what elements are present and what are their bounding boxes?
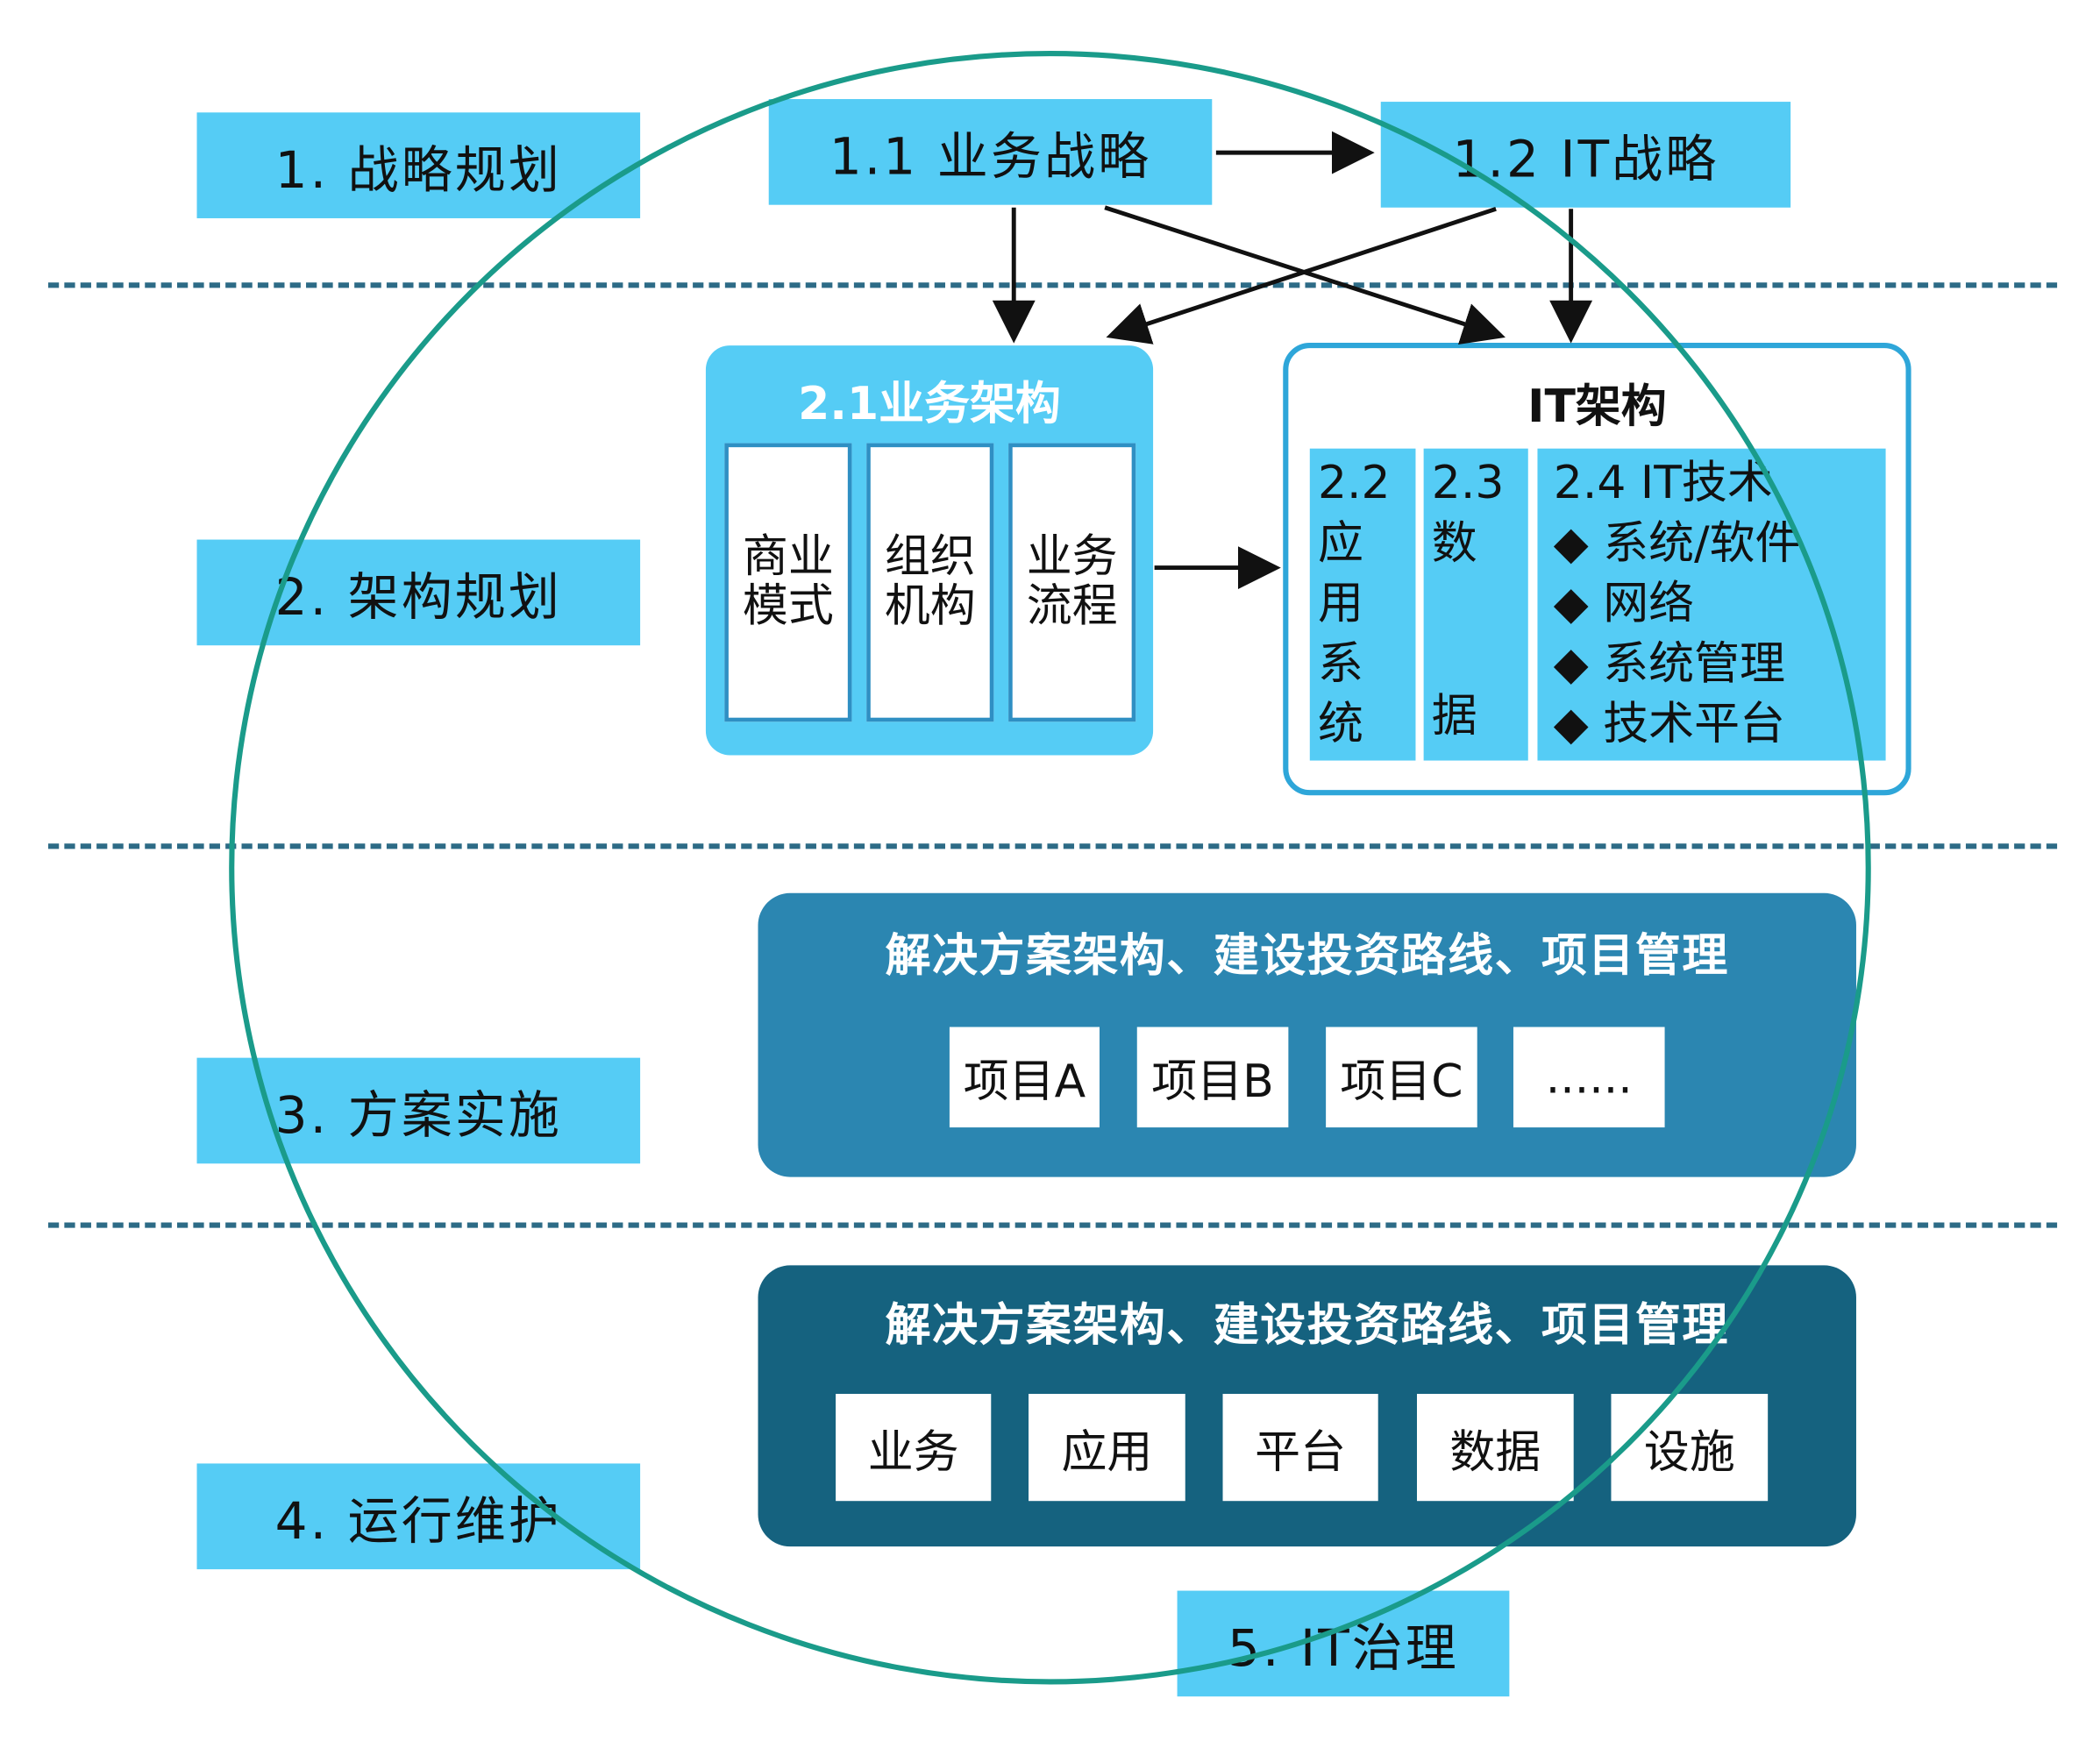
it-technology-column: 2.4 IT技术 ◆ 系统/软件 ◆ 网络 ◆ 系统管理 ◆ 技术平台 — [1537, 448, 1886, 761]
data-char-2: 据 — [1431, 689, 1477, 743]
business-process-box: 业务流程 — [1008, 443, 1136, 722]
separator-line-1 — [47, 282, 2058, 288]
business-architecture-title: 2.1业务架构 — [798, 377, 1061, 431]
application-char-4: 统 — [1317, 697, 1363, 751]
application-char-3: 系 — [1317, 637, 1363, 692]
operation-title: 解决方案架构、建设投资路线、项目管理 — [885, 1298, 1729, 1353]
separator-line-2 — [47, 843, 2058, 849]
business-strategy-box: 1.1 业务战略 — [768, 99, 1213, 205]
project-b-box: 项目B — [1136, 1027, 1289, 1128]
application-char-2: 用 — [1317, 577, 1363, 631]
operation-data-box: 数据 — [1416, 1394, 1574, 1502]
business-model-box: 商业模式 — [724, 443, 852, 722]
business-model-label: 商业模式 — [742, 529, 834, 634]
operation-application-box: 应用 — [1029, 1394, 1185, 1502]
application-system-number: 2.2 — [1317, 456, 1391, 510]
application-char-1: 应 — [1317, 516, 1363, 571]
tech-item-network: ◆ 网络 — [1553, 577, 1695, 631]
it-architecture-title: IT架构 — [1527, 380, 1667, 434]
tech-item-system-software: ◆ 系统/软件 — [1553, 516, 1801, 571]
it-technology-title: 2.4 IT技术 — [1553, 456, 1773, 510]
data-char-1: 数 — [1431, 516, 1477, 571]
implementation-title: 解决方案架构、建设投资路线、项目管理 — [885, 929, 1729, 984]
data-column: 2.3 数 据 — [1423, 448, 1528, 761]
stage-label-operation: 4. 运行维护 — [196, 1463, 641, 1570]
tech-item-system-management: ◆ 系统管理 — [1553, 637, 1785, 692]
data-number: 2.3 — [1431, 456, 1505, 510]
stage-label-it-governance: 5. IT治理 — [1177, 1590, 1510, 1697]
organization-box: 组织机构 — [866, 443, 994, 722]
separator-line-3 — [47, 1222, 2058, 1228]
project-a-box: 项目A — [949, 1027, 1100, 1128]
project-c-box: 项目C — [1326, 1027, 1477, 1128]
application-system-column: 2.2 应 用 系 统 — [1309, 448, 1416, 761]
stage-label-strategy: 1. 战略规划 — [196, 112, 641, 218]
it-governance-circle — [229, 51, 1871, 1685]
tech-item-tech-platform: ◆ 技术平台 — [1553, 697, 1785, 751]
business-process-label: 业务流程 — [1026, 529, 1118, 634]
operation-facility-box: 设施 — [1611, 1394, 1769, 1502]
arrow-it-strategy-to-business-arch — [1106, 206, 1497, 345]
implementation-panel: 解决方案架构、建设投资路线、项目管理 — [758, 892, 1856, 1177]
organization-label: 组织机构 — [884, 529, 976, 634]
project-more-box: ...... — [1513, 1027, 1665, 1128]
operation-business-box: 业务 — [836, 1394, 992, 1502]
operation-platform-box: 平台 — [1222, 1394, 1378, 1502]
